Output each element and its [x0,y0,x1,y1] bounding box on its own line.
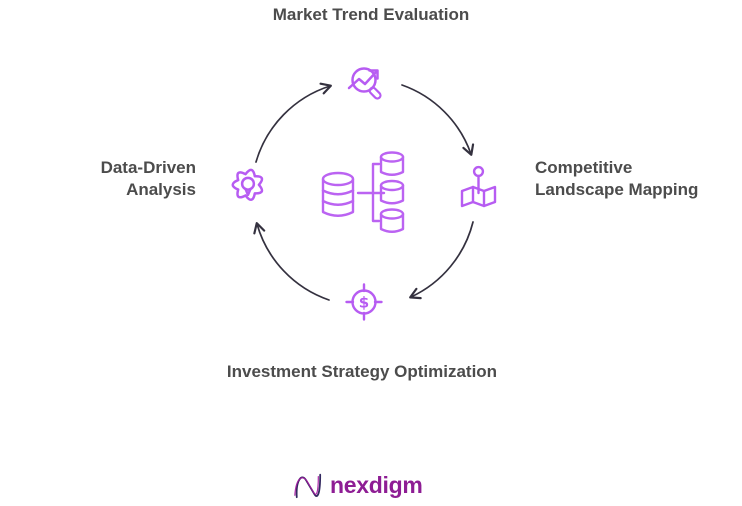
map-pin-icon [460,165,497,208]
gear-bulb-icon [231,168,264,201]
node-label-top: Market Trend Evaluation [272,5,470,24]
nexdigm-logo: nexdigm [293,465,463,505]
trend-search-icon [347,67,382,100]
node-label-right: Competitive Landscape Mapping [535,158,699,200]
arrow-right-to-bottom [409,221,474,300]
arrow-left-to-top [255,82,332,163]
node-label-left: Data-Driven Analysis [100,158,196,200]
dollar-glyph: $ [359,294,369,312]
nexdigm-logo-mark [294,473,322,499]
dollar-target-icon: $ [345,283,383,321]
node-label-bottom: Investment Strategy Optimization [226,362,498,381]
arrow-bottom-to-left [253,222,330,301]
database-hub-icon [321,151,405,233]
nexdigm-wordmark: nexdigm [330,471,423,498]
arrow-top-to-right [401,84,475,156]
